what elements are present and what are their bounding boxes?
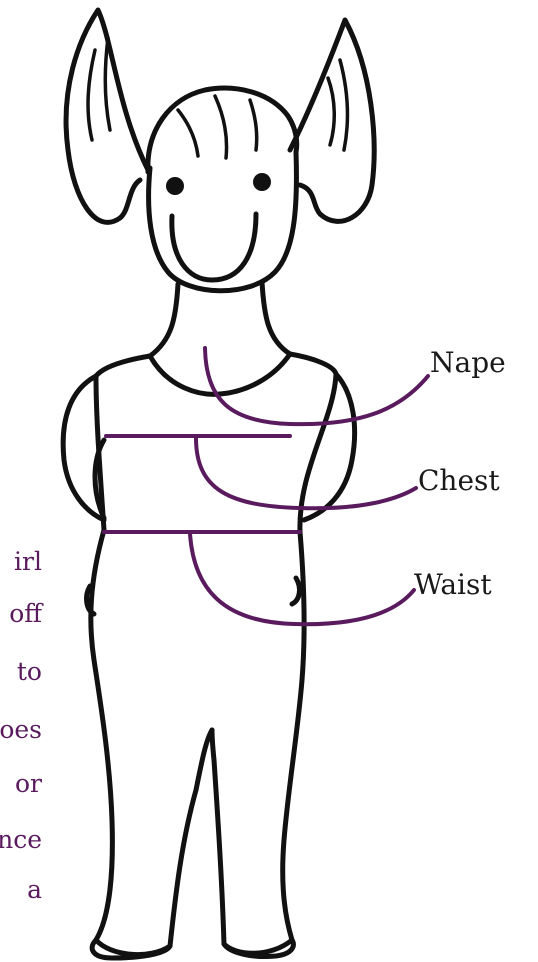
right-leg (212, 532, 304, 953)
left-pigtail-strands (88, 38, 110, 140)
smile (172, 214, 256, 280)
measurement-lines (104, 348, 428, 624)
collar (150, 354, 290, 394)
nape-label: Nape (430, 346, 506, 379)
waist-label: Waist (414, 568, 492, 601)
side-text-line-6: nce (0, 825, 42, 854)
side-text: irl off to oes or nce a (0, 547, 44, 904)
side-text-line-1: irl (14, 547, 42, 576)
left-leg (91, 530, 212, 955)
measurement-labels: Nape Chest Waist (414, 346, 506, 601)
side-text-line-5: or (15, 769, 42, 798)
girl-figure (63, 10, 374, 958)
side-text-line-2: off (9, 599, 44, 628)
chest-label: Chest (418, 464, 500, 497)
side-text-line-7: a (27, 875, 42, 904)
right-eye (253, 173, 271, 191)
hair-strands (178, 96, 257, 158)
right-pigtail (290, 20, 374, 221)
right-hand (292, 578, 299, 604)
side-text-line-4: oes (0, 715, 42, 744)
hair-top (148, 88, 297, 172)
side-text-line-3: to (17, 657, 42, 686)
left-eye (166, 177, 184, 195)
right-arm (304, 374, 355, 520)
right-pigtail-strands (328, 60, 347, 150)
